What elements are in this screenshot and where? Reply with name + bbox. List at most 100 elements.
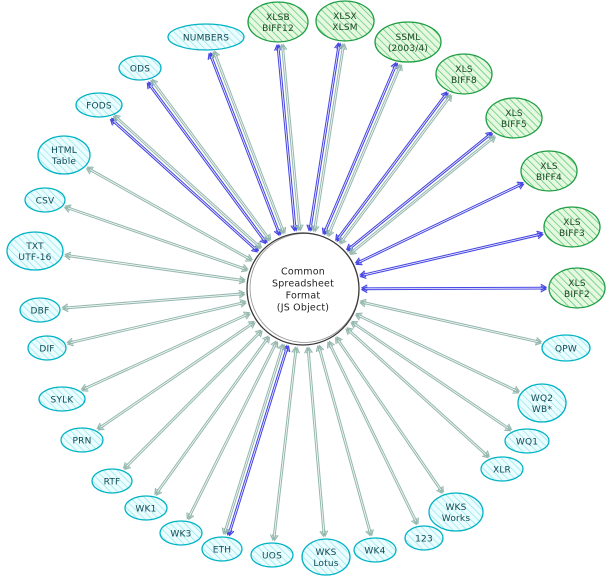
node-shape-xls-biff3 [543,206,601,248]
edge-csv-teal [63,206,249,273]
node-wq1: WQ1 [504,428,550,454]
node-label-dif: DIF [39,345,54,355]
edge-xls-biff4-blue [354,181,524,264]
edge-dif-teal [66,299,247,345]
node-dbf: DBF [19,297,61,323]
node-csv: CSV [24,187,66,213]
node-ods: ODS [118,55,162,81]
node-shape-ssml [374,21,442,63]
node-label-wq1: WQ1 [516,438,538,448]
node-fods: FODS [75,92,123,118]
node-wk3: WK3 [159,520,203,546]
edge-qpw-teal [359,298,543,344]
node-wk4: WK4 [353,537,397,563]
node-shape-n123 [404,525,444,551]
node-ssml: SSML(2003/4) [374,21,442,63]
node-label-csv: CSV [36,197,55,207]
node-shape-wks-works [428,492,484,532]
center-circle-sketch [249,233,360,343]
node-shape-sylk [38,386,86,412]
edge-wks-lotus-teal [306,346,329,538]
edge-ods-teal [150,79,270,242]
node-label-n123: 123 [415,535,433,545]
node-label-wk3: WK3 [170,530,191,540]
edge-xlsx-teal [312,43,348,233]
node-xlr: XLR [480,456,524,482]
node-shape-dif [27,335,67,361]
node-shape-xls-biff8 [435,53,493,95]
edge-prn-teal [97,322,256,431]
node-uos: UOS [250,542,294,568]
node-label-qpw: QPW [555,345,577,355]
node-shape-uos [250,542,294,568]
node-shape-wq2 [517,383,567,423]
node-n123: 123 [404,525,444,551]
node-label-ods: ODS [130,65,150,75]
node-wk1: WK1 [124,495,168,521]
node-shape-prn [60,427,104,453]
node-label-ssml: SSML(2003/4) [388,33,428,54]
node-shape-dbf [19,297,61,323]
node-label-eth: ETH [213,546,232,556]
edge-rtf-teal [124,330,263,471]
edge-xls-biff5-teal [348,135,495,254]
node-shape-xlsb [247,1,309,43]
edge-dbf-teal [61,289,246,311]
edge-numbers-teal [211,51,285,235]
edge-xlsx-blue [308,42,343,232]
node-prn: PRN [60,427,104,453]
node-label-xlr: XLR [493,466,511,476]
node-numbers: NUMBERS [167,23,245,51]
node-rtf: RTF [91,468,133,494]
edge-ods-teal [151,78,272,241]
node-shape-csv [24,187,66,213]
node-shape-xlsx [315,0,375,42]
node-label-sylk: SYLK [51,396,75,406]
node-shape-xlr [480,456,524,482]
edge-xls-biff4-blue [355,183,525,266]
edge-uos-teal [270,346,299,542]
node-shape-html-table [37,135,91,175]
edge-sylk-teal [80,311,251,391]
edge-fods-blue [109,118,258,253]
node-label-fods: FODS [86,102,112,112]
edge-xls-biff5-teal [349,136,497,256]
node-eth: ETH [201,536,243,562]
node-shape-rtf [91,468,133,494]
edge-wks-lotus-teal [304,346,327,538]
node-label-uos: UOS [262,552,282,562]
edge-numbers-blue [207,52,281,237]
edge-qpw-teal [359,300,542,346]
node-sylk: SYLK [38,386,86,412]
edge-eth-teal [223,343,286,536]
edge-eth-blue [226,344,289,536]
edge-xls-biff3-blue [359,232,544,279]
node-shape-qpw [541,334,591,362]
edge-xlsb-teal [278,43,302,232]
edge-xls-biff3-blue [359,230,544,278]
node-shape-eth [201,536,243,562]
node-shape-txt-utf16 [6,231,64,271]
edge-sylk-teal [81,313,251,392]
node-label-numbers: NUMBERS [183,34,229,44]
edge-eth-teal [221,343,285,535]
node-shape-wk3 [159,520,203,546]
